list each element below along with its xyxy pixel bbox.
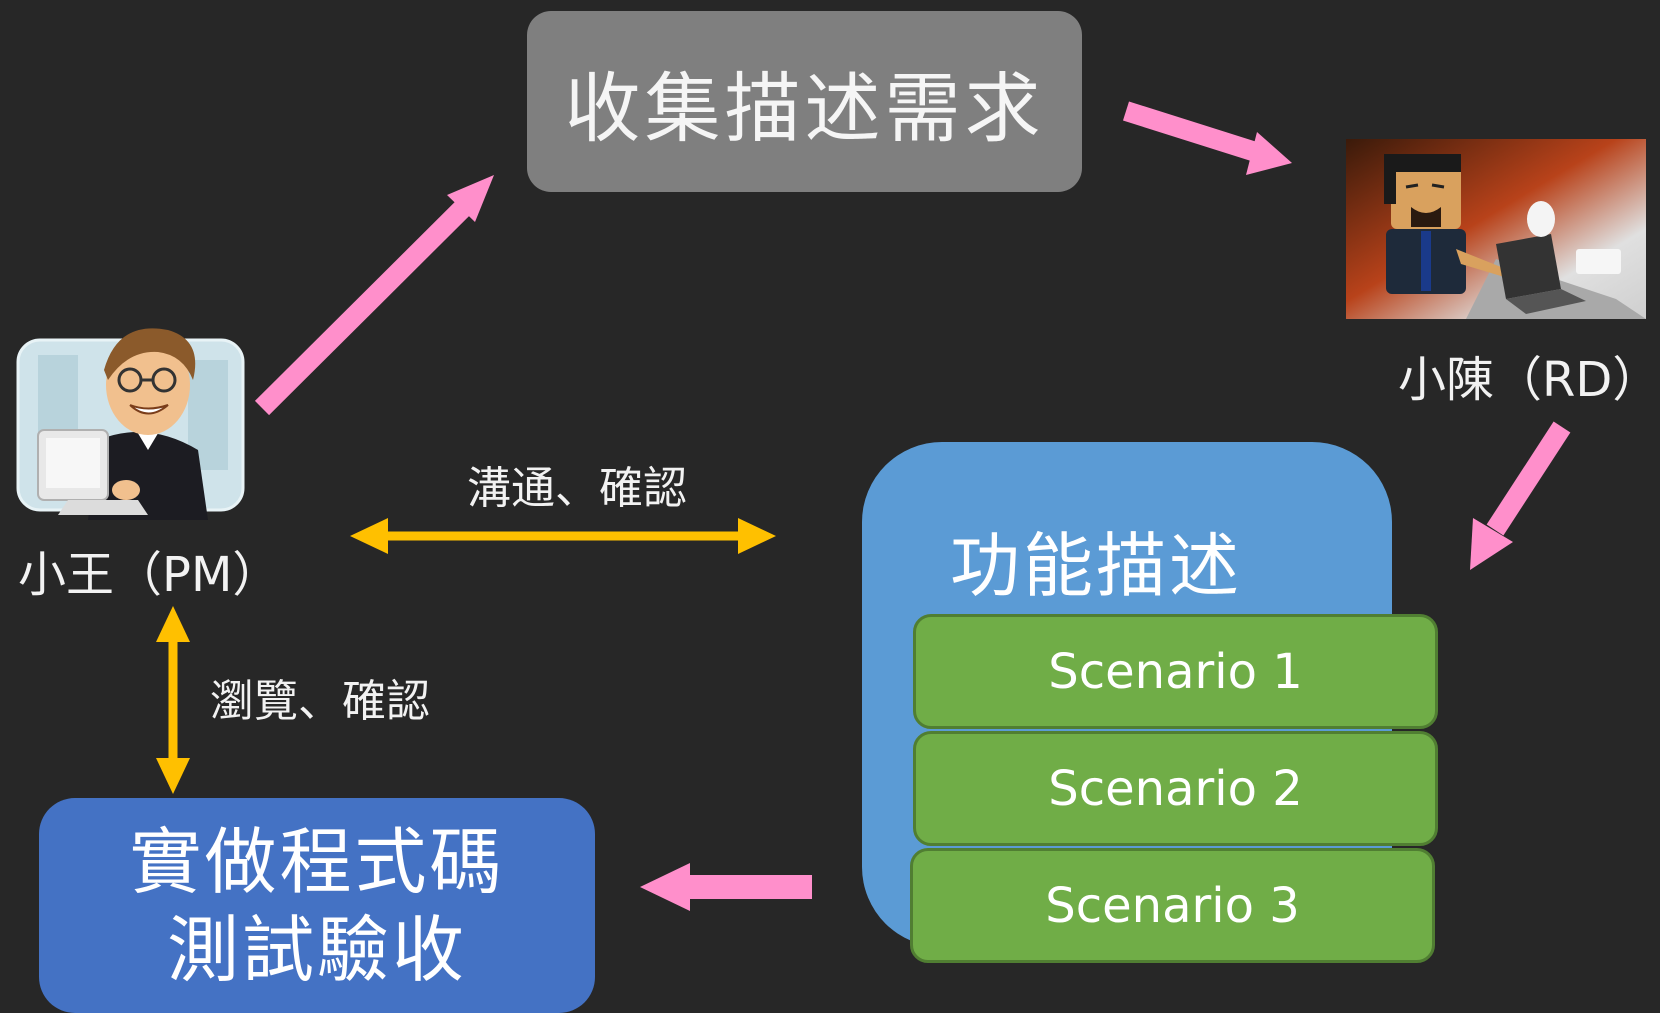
scenario-1-box: Scenario 1: [913, 614, 1438, 729]
browse-confirm-label: 瀏覽、確認: [210, 676, 430, 727]
arrow-feature-to-implement: [640, 863, 812, 911]
implement-test-box: 實做程式碼 測試驗收: [39, 798, 595, 1013]
arrow-rd-to-feature: [1470, 421, 1571, 570]
arrow-pm-to-gather: [254, 175, 494, 416]
pm-label: 小王（PM）: [18, 547, 281, 603]
arrow-pm-feature-bidirectional: [350, 518, 776, 554]
pm-avatar-icon: [16, 328, 245, 520]
scenario-3-text: Scenario 3: [1045, 877, 1300, 934]
gather-requirements-text: 收集描述需求: [564, 63, 1045, 153]
scenario-1-text: Scenario 1: [1048, 643, 1303, 700]
rd-avatar-icon: [1346, 139, 1646, 319]
scenario-2-box: Scenario 2: [913, 731, 1438, 846]
implement-code-text: 實做程式碼: [129, 819, 505, 904]
test-acceptance-text: 測試驗收: [166, 907, 467, 992]
arrow-gather-to-rd: [1122, 101, 1292, 175]
scenario-3-box: Scenario 3: [910, 848, 1435, 963]
scenario-2-text: Scenario 2: [1048, 760, 1303, 817]
feature-description-title: 功能描述: [950, 525, 1242, 607]
gather-requirements-box: 收集描述需求: [527, 11, 1082, 192]
arrow-pm-implement-bidirectional: [156, 606, 190, 794]
communicate-confirm-label: 溝通、確認: [467, 463, 687, 514]
rd-label: 小陳（RD）: [1398, 352, 1660, 408]
